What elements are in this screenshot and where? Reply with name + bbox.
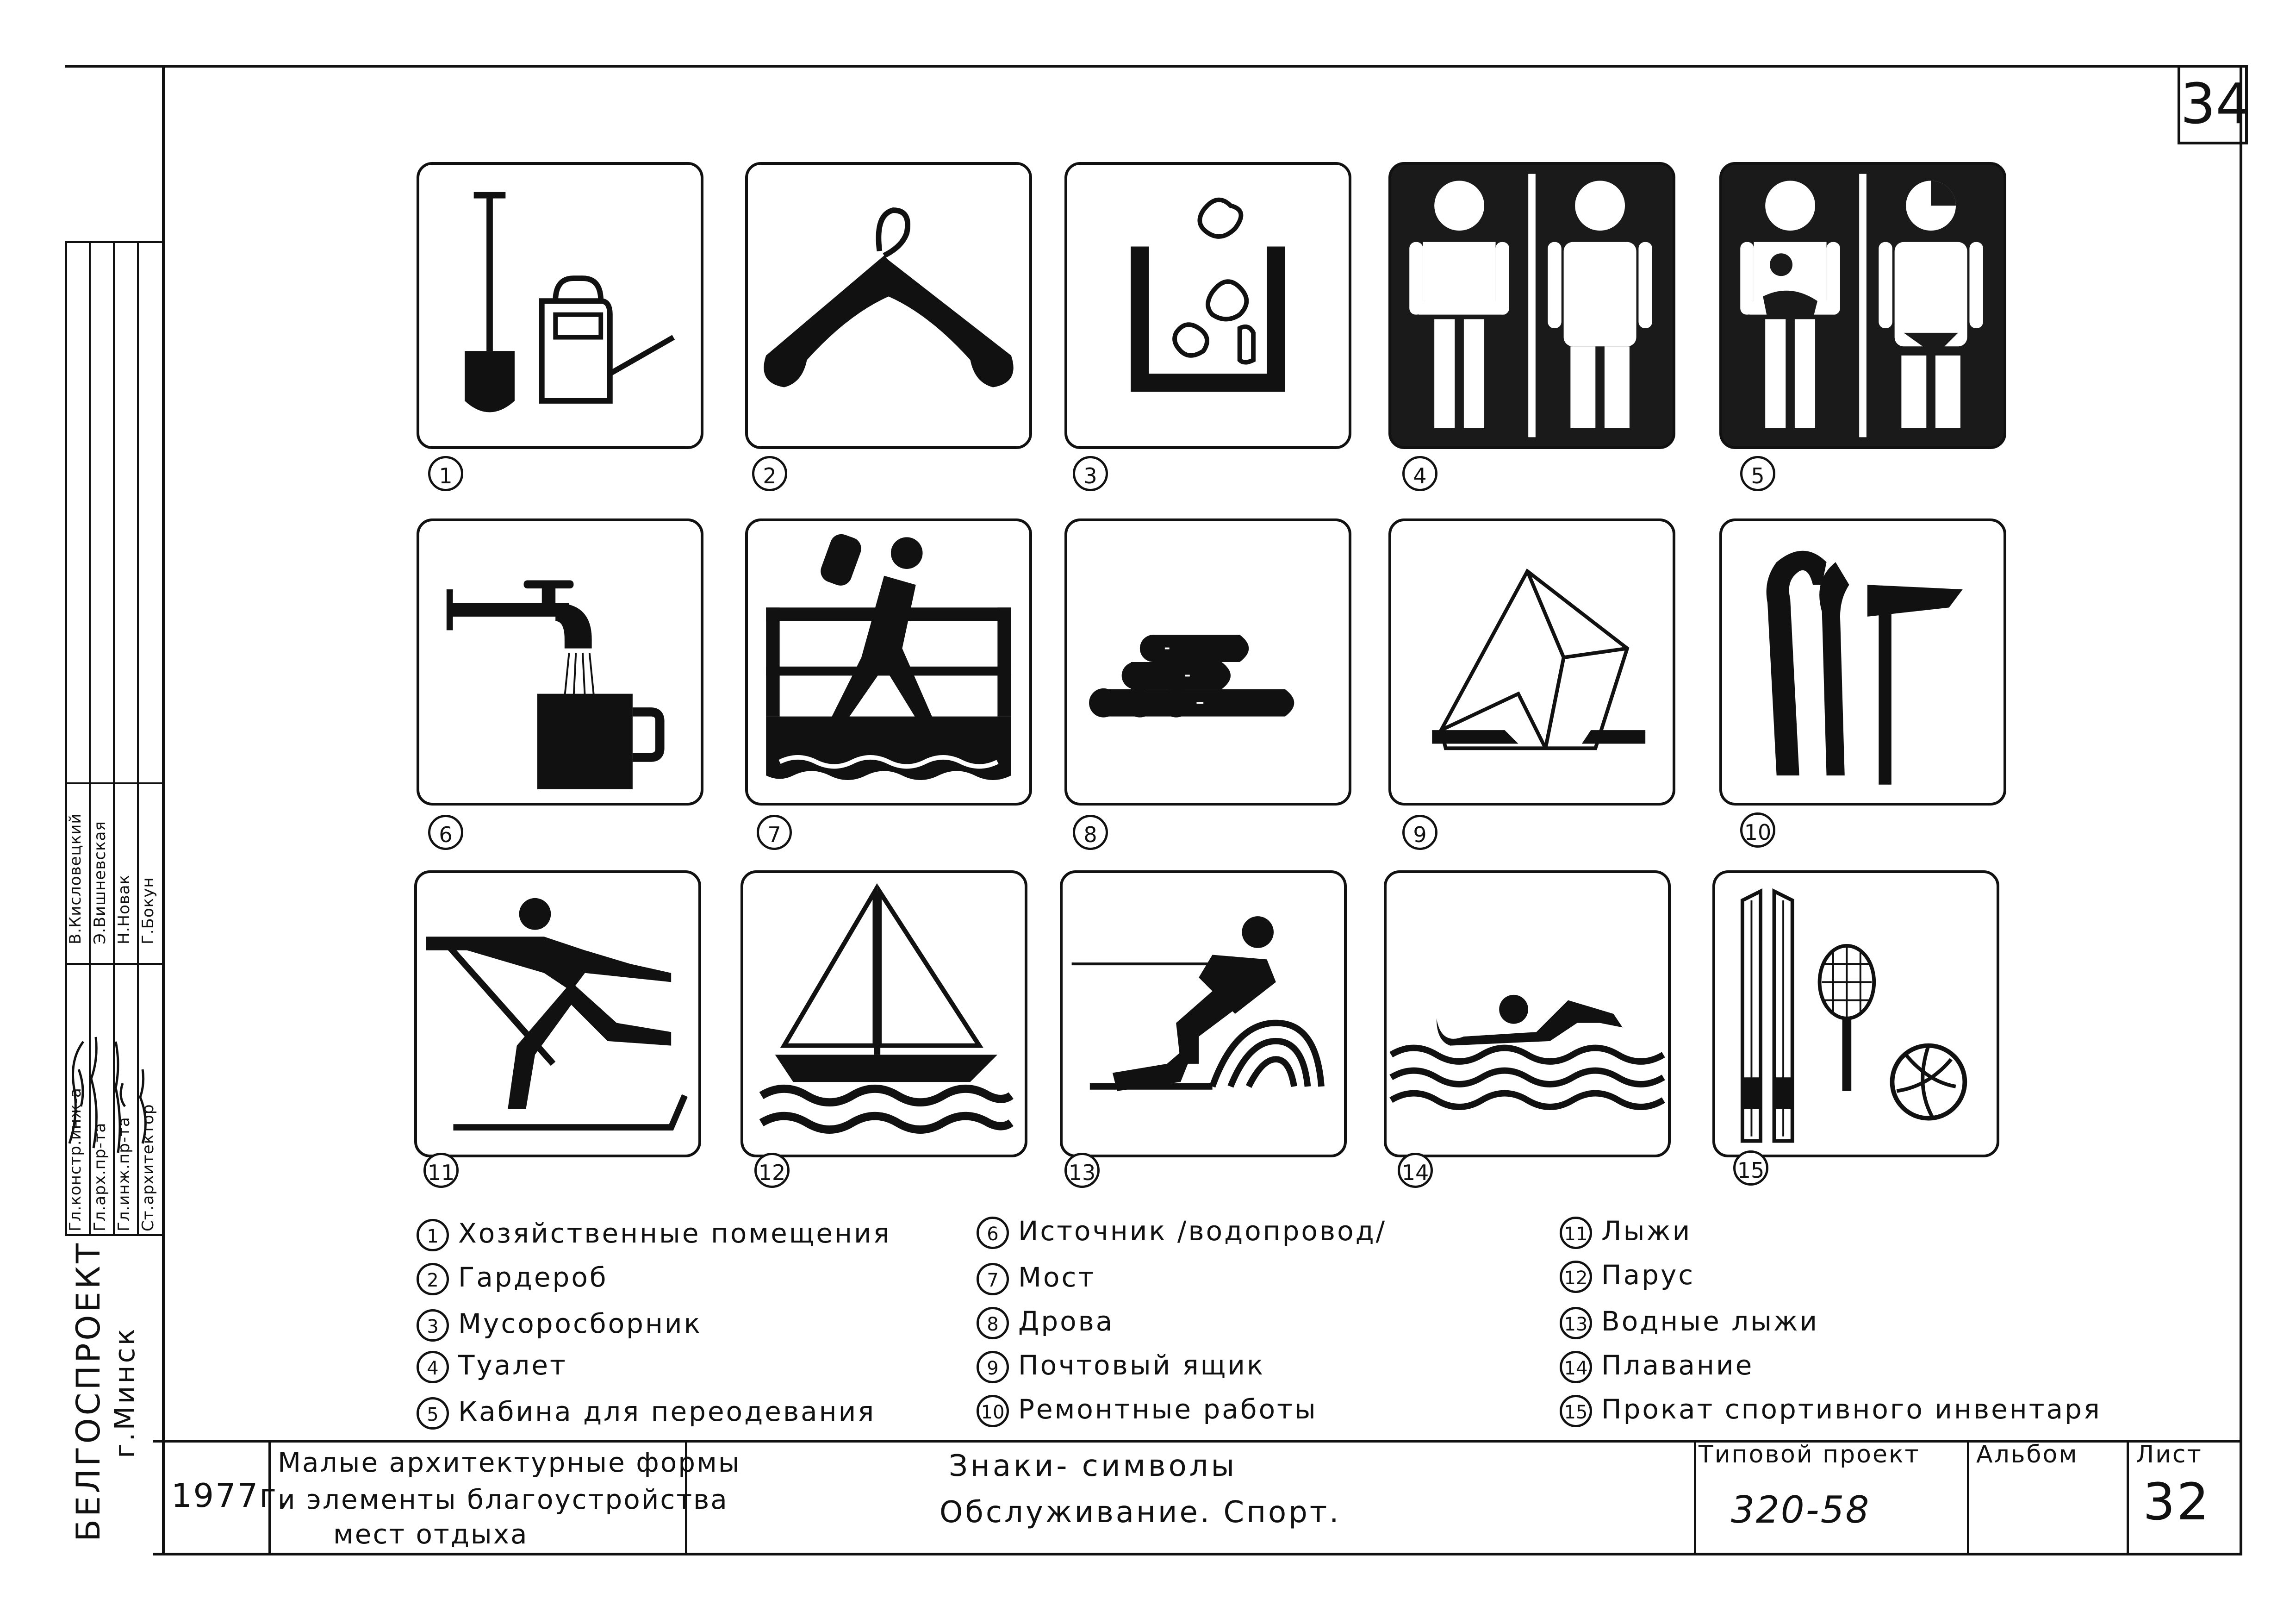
signatures — [68, 1037, 147, 1153]
coat-hanger-icon — [764, 207, 1014, 387]
icon-tile-11 — [414, 870, 701, 1157]
left-border — [162, 65, 165, 1555]
bridge-hiker-icon — [766, 534, 1011, 780]
icon-tile-2 — [745, 162, 1032, 449]
project-title-line-2: и элементы благоустройства — [278, 1484, 728, 1515]
icon-tile-14 — [1384, 870, 1671, 1157]
icon-tile-4 — [1388, 162, 1675, 449]
icon-number-14: 14 — [1398, 1153, 1433, 1188]
icon-number-5: 5 — [1740, 456, 1775, 491]
pliers-hammer-icon — [1766, 550, 1963, 785]
type-project-value: 320-58 — [1731, 1488, 1871, 1531]
icon-tile-5 — [1719, 162, 2006, 449]
sports-equipment-rental-icon — [1740, 888, 1967, 1143]
icon-number-9: 9 — [1402, 815, 1437, 850]
icon-number-2: 2 — [752, 456, 787, 491]
top-border — [65, 65, 2242, 68]
water-tap-icon — [446, 580, 665, 789]
toilet-icon — [1409, 174, 1652, 437]
icon-number-10: 10 — [1740, 812, 1775, 848]
signoff-name-3: Н.Новак — [115, 874, 133, 944]
icon-number-1: 1 — [428, 456, 463, 491]
title-block — [153, 1440, 2242, 1555]
icon-tile-15 — [1712, 870, 1999, 1157]
icon-number-13: 13 — [1064, 1153, 1100, 1188]
changing-cabin-icon — [1740, 174, 1983, 437]
icon-number-15: 15 — [1733, 1150, 1768, 1186]
icon-number-6: 6 — [428, 815, 463, 850]
signoff-name-4: Г.Бокун — [139, 877, 157, 944]
right-border — [2240, 65, 2242, 1555]
skier-icon — [426, 898, 688, 1131]
sailboat-icon — [759, 883, 1014, 1134]
icon-tile-9 — [1388, 518, 1675, 806]
icon-number-3: 3 — [1073, 456, 1108, 491]
shovel-watering-can-icon — [465, 192, 675, 412]
signoff-name-2: Э.Вишневская — [91, 821, 109, 944]
type-project-label: Типовой проект — [1699, 1441, 1920, 1468]
bottom-border — [153, 1553, 2242, 1555]
icon-number-4: 4 — [1402, 456, 1437, 491]
project-title-line-1: Малые архитектурные формы — [278, 1447, 741, 1478]
icon-tile-13 — [1060, 870, 1347, 1157]
signoff-name-1: В.Кисловецкий — [66, 813, 85, 944]
swimmer-icon — [1389, 994, 1665, 1110]
project-title-line-3: мест отдыха — [333, 1518, 529, 1550]
sheet-value: 32 — [2143, 1472, 2210, 1531]
icon-tile-6 — [417, 518, 703, 806]
water-skier-icon — [1071, 916, 1325, 1091]
title-block-year: 1977г. — [171, 1477, 290, 1515]
city-label: г.Минск — [109, 1326, 141, 1458]
icon-tile-12 — [740, 870, 1027, 1157]
drawing-title-line-1: Знаки- символы — [949, 1449, 1238, 1483]
album-label: Альбом — [1976, 1441, 2078, 1468]
mailbox-envelope-icon — [1432, 568, 1646, 750]
sheet-label: Лист — [2136, 1441, 2203, 1468]
icon-tile-7 — [745, 518, 1032, 806]
corner-sheet-number: 34 — [2178, 65, 2251, 144]
icon-number-7: 7 — [757, 815, 792, 850]
icon-tile-8 — [1064, 518, 1351, 806]
organization-label: БЕЛГОСПРОЕКТ — [69, 1240, 107, 1542]
trash-bin-icon — [1131, 197, 1285, 392]
icon-number-12: 12 — [754, 1153, 790, 1188]
icon-number-8: 8 — [1073, 815, 1108, 850]
firewood-logs-icon — [1089, 635, 1294, 718]
drawing-title-line-2: Обслуживание. Спорт. — [940, 1495, 1341, 1530]
signoff-strip — [65, 241, 162, 1236]
icon-tile-10 — [1719, 518, 2006, 806]
icon-number-11: 11 — [423, 1153, 459, 1188]
icon-tile-1 — [417, 162, 703, 449]
icon-tile-3 — [1064, 162, 1351, 449]
